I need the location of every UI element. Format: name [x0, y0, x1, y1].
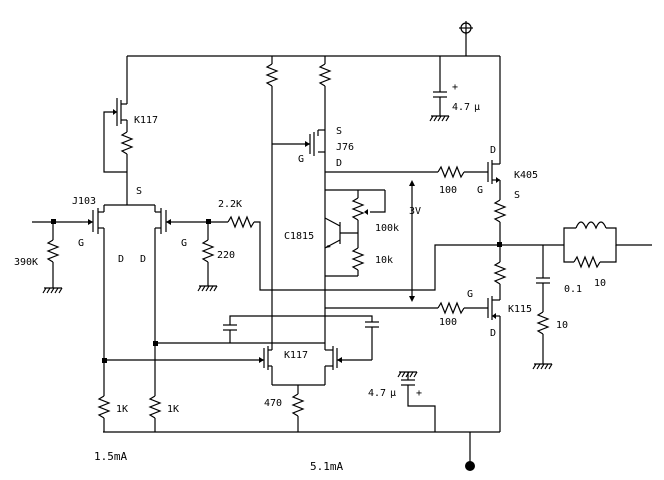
bias-network	[324, 165, 488, 302]
r10-label: 10	[556, 320, 568, 331]
r2k2-label: 2.2K	[218, 199, 242, 210]
r100-bottom-label: 100	[439, 317, 457, 328]
k405-gate-label: G	[477, 185, 483, 196]
k115-label: K115	[508, 304, 532, 315]
v3-label: 3V	[409, 206, 421, 217]
gate-left-label: G	[78, 238, 84, 249]
cap-bottom-value: 4.7	[368, 388, 386, 399]
cap-top-value: 4.7	[452, 102, 470, 113]
k405-label: K405	[514, 170, 538, 181]
drain-left-label: D	[118, 254, 124, 265]
text-labels: K117 J103 S G G D D 390K 2.2K 220 S J76 …	[14, 82, 606, 473]
tail-resistors	[97, 341, 325, 432]
j103-label: J103	[72, 196, 96, 207]
r1k-left-label: 1K	[116, 404, 128, 415]
j76-gate-label: G	[298, 154, 304, 165]
load-resistors	[265, 56, 332, 345]
k117-top-label: K117	[134, 115, 158, 126]
k405-source-label: S	[514, 190, 520, 201]
k405-drain-label: D	[490, 145, 496, 156]
k117-top-transistor	[103, 56, 134, 205]
j76-label: J76	[336, 142, 354, 153]
feedback-network	[180, 215, 500, 292]
r100k-label: 100k	[375, 223, 399, 234]
j76-source-label: S	[336, 126, 342, 137]
source-label: S	[136, 186, 142, 197]
r220-label: 220	[217, 250, 235, 261]
j103-pair	[82, 204, 180, 396]
j76-transistor	[272, 129, 325, 156]
cap-bottom-unit: μ	[390, 388, 396, 399]
k115-transistor	[325, 261, 507, 320]
cap-bottom-plus: +	[416, 388, 422, 399]
cap-top-plus: +	[452, 82, 458, 93]
r1k-right-label: 1K	[167, 404, 179, 415]
r10k-label: 10k	[375, 255, 393, 266]
drain-right-label: D	[140, 254, 146, 265]
r10-coil-label: 10	[594, 278, 606, 289]
k115-drain-label: D	[490, 328, 496, 339]
output-network	[500, 221, 652, 370]
k117-bottom-pair	[259, 345, 372, 432]
j76-drain-label: D	[336, 158, 342, 169]
r390k-label: 390K	[14, 257, 38, 268]
input-section	[32, 219, 82, 294]
r470-label: 470	[264, 398, 282, 409]
decoupling-caps	[397, 56, 450, 432]
gate-right-label: G	[181, 238, 187, 249]
current-2-label: 5.1mA	[310, 460, 343, 473]
k115-gate-label: G	[467, 289, 473, 300]
k117-bottom-label: K117	[284, 350, 308, 361]
c1815-label: C1815	[284, 231, 314, 242]
positive-rail	[127, 21, 501, 140]
negative-rail	[103, 320, 501, 471]
cap-top-unit: μ	[474, 102, 480, 113]
current-1-label: 1.5mA	[94, 450, 127, 463]
compensation-caps	[223, 315, 379, 360]
c01-label: 0.1	[564, 284, 582, 295]
k405-transistor	[487, 140, 507, 262]
r100-top-label: 100	[439, 185, 457, 196]
